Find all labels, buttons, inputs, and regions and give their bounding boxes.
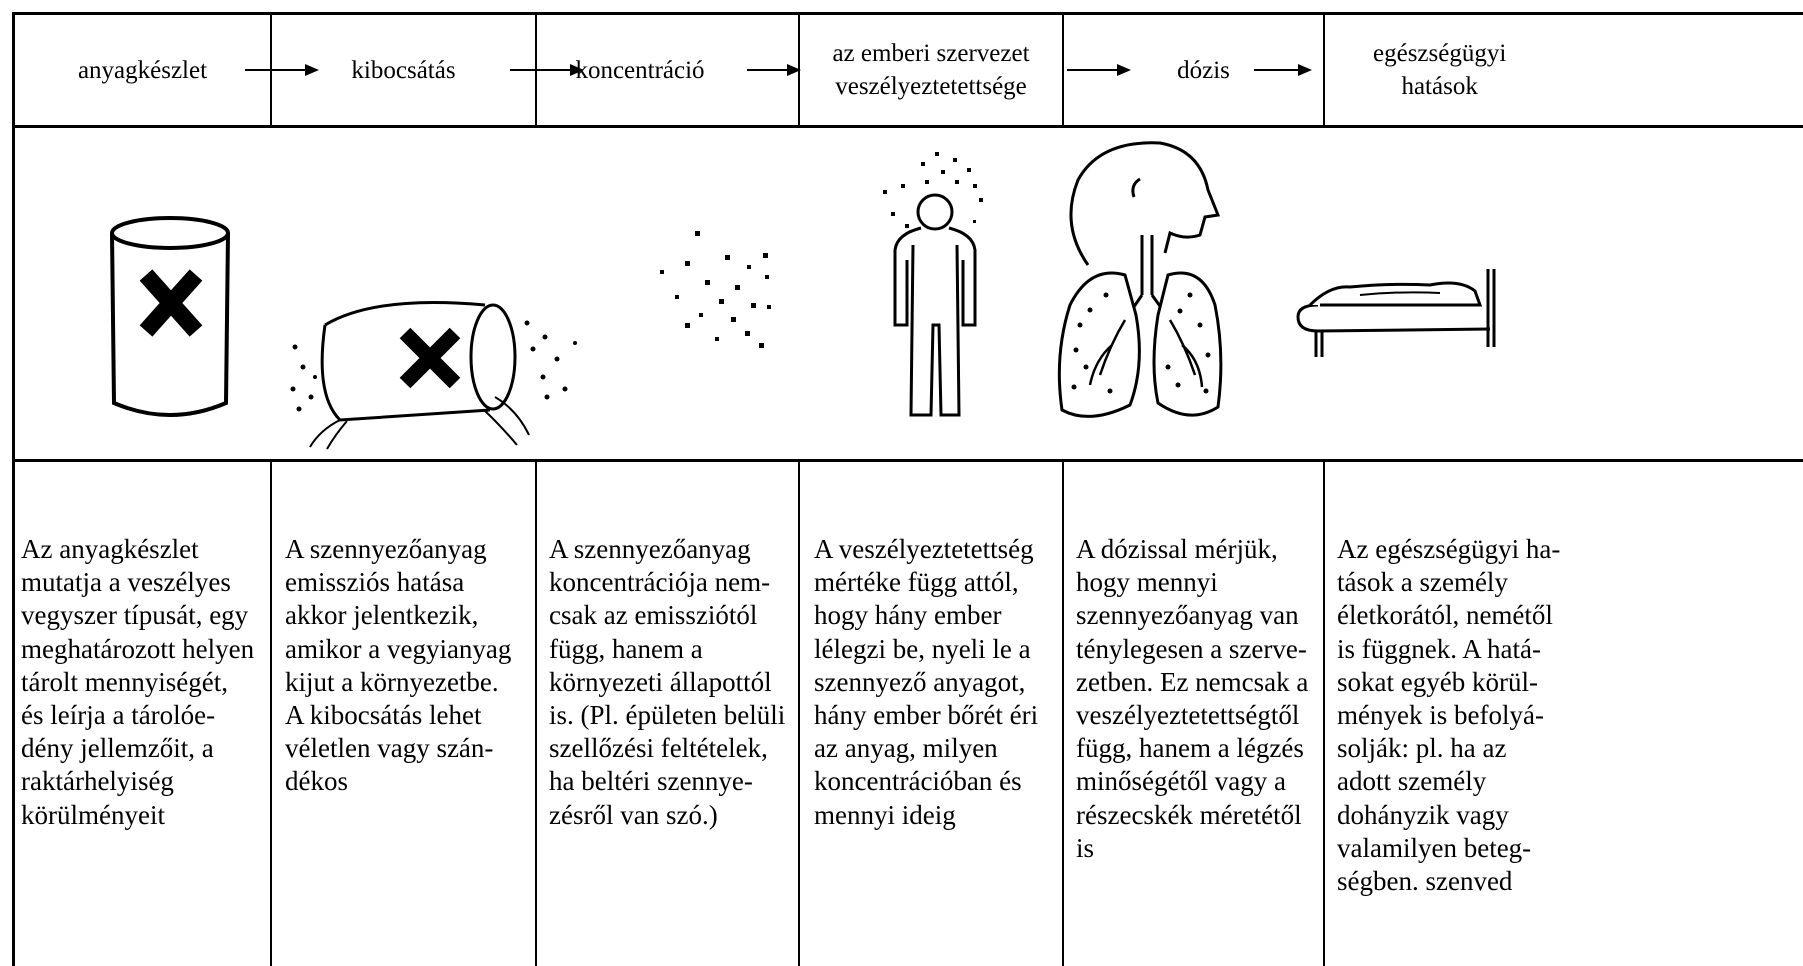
stage-description-exposure: A veszélyeztetettség mértéke függ attól,… [814, 534, 1039, 830]
spilling-barrel-icon [290, 301, 577, 450]
patient-in-bed-icon [1296, 269, 1496, 357]
person-particles-icon [883, 152, 983, 417]
stage-description-emission: A szennyezőanyag emissziós hatása akkor … [285, 534, 512, 797]
stage-label-exposure: az emberi szervezet veszélyeztetettsége [832, 40, 1030, 100]
stage-description-dose: A dózissal mérjük, hogy mennyi szennyező… [1076, 534, 1309, 863]
column-divider [1062, 12, 1064, 125]
column-divider [1323, 459, 1325, 966]
column-divider [798, 459, 800, 966]
column-divider [535, 459, 537, 966]
stage-label-health-effects: egészségügyi hatások [1373, 40, 1507, 100]
image-row-divider [12, 459, 1803, 462]
particles-icon [660, 231, 771, 348]
lungs-icon [1057, 141, 1223, 418]
stage-label-concentration: koncentráció [575, 56, 705, 84]
stage-description-health-effects: Az egészségügyi ha- tások a személy élet… [1337, 534, 1561, 897]
header-divider [12, 125, 1803, 128]
column-divider [798, 12, 800, 125]
arrow-right-icon [510, 64, 584, 76]
table-frame [12, 12, 1803, 966]
arrow-right-icon [747, 64, 801, 76]
column-divider [1062, 459, 1064, 966]
stage-label-dose: dózis [1177, 56, 1230, 84]
arrow-right-icon [1067, 64, 1131, 76]
barrel-icon [110, 216, 230, 417]
stage-label-inventory: anyagkészlet [77, 56, 208, 84]
column-divider [270, 459, 272, 966]
column-divider [535, 12, 537, 125]
column-divider [1323, 12, 1325, 125]
stage-description-concentration: A szennyezőanyag koncentrációja nem- csa… [549, 534, 786, 830]
stage-description-inventory: Az anyagkészlet mutatja a veszélyes vegy… [21, 534, 255, 830]
column-divider [270, 12, 272, 125]
arrow-right-icon [1254, 64, 1312, 76]
stage-label-emission: kibocsátás [351, 56, 456, 84]
arrow-right-icon [245, 64, 319, 76]
